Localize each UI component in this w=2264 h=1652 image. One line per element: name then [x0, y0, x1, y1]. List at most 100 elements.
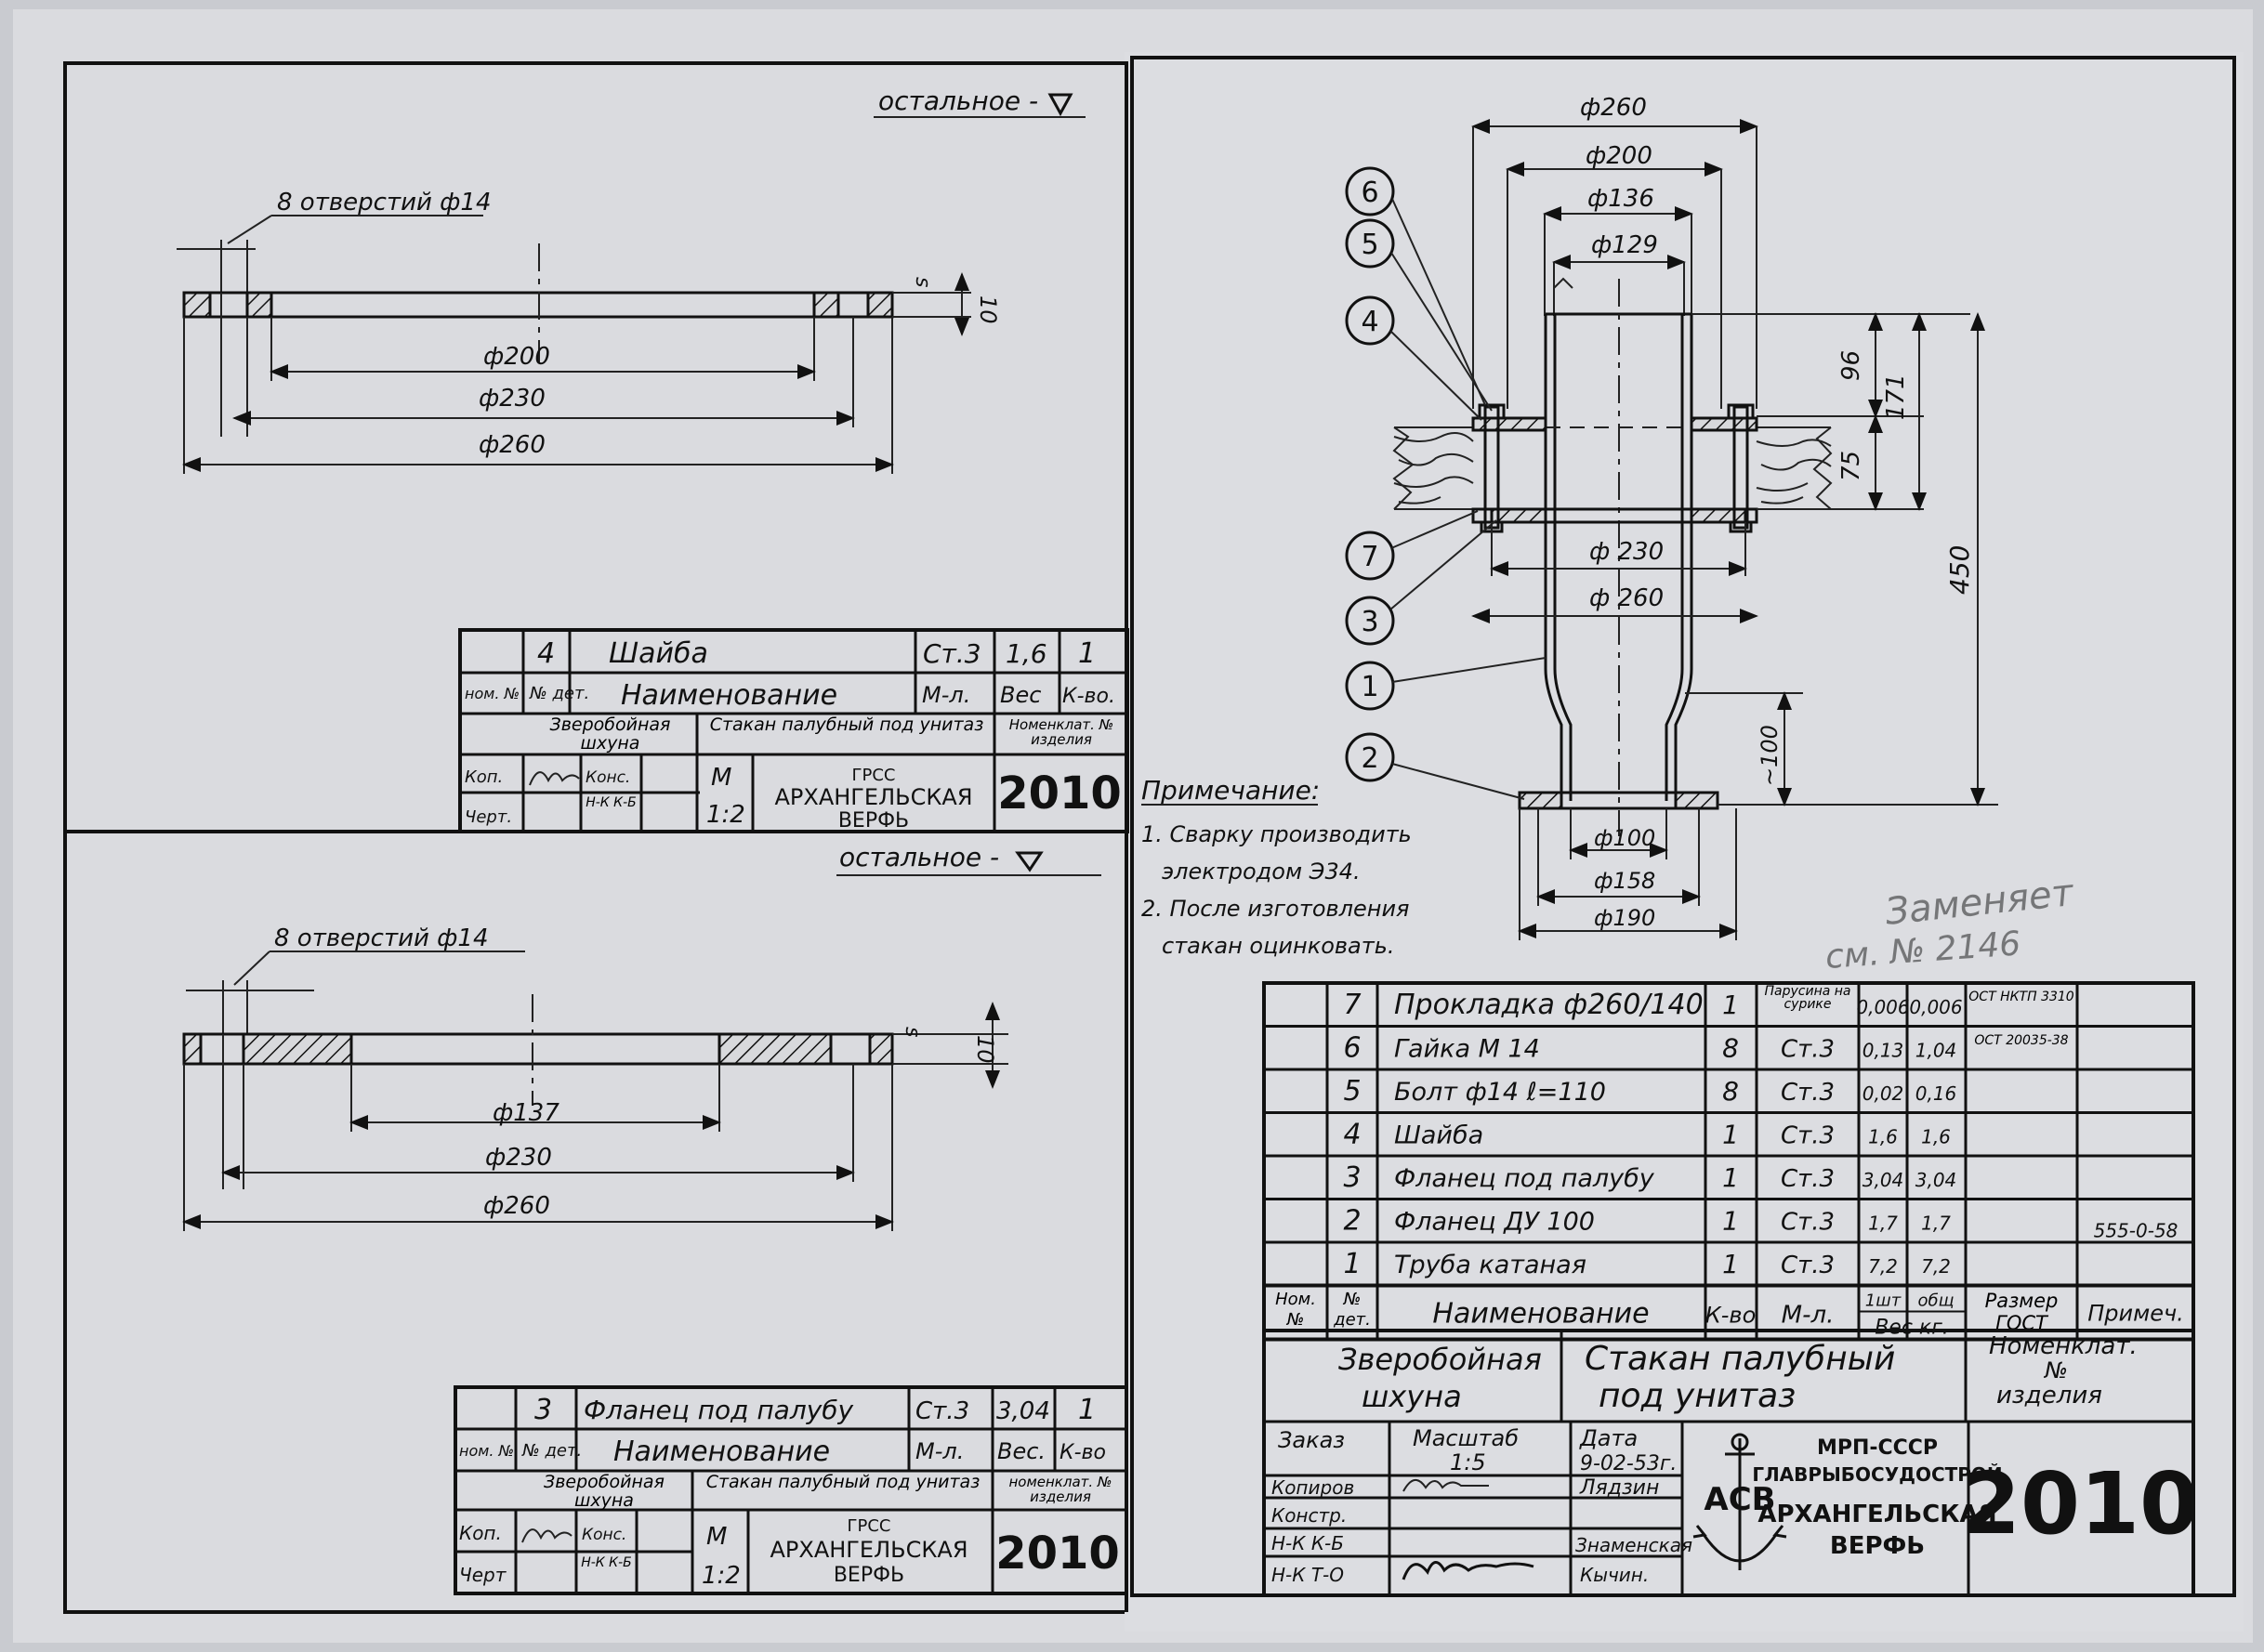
notes-line4: стакан оцинковать.	[1162, 933, 1395, 959]
tb2-weight: 3,04	[996, 1397, 1050, 1425]
balloon-1: 1	[1345, 657, 1547, 711]
tb2-nk: Н-К К-Б	[581, 1555, 632, 1570]
tb1-pos: 4	[537, 637, 555, 670]
dim-thk-top: 10	[975, 295, 1001, 324]
tb1-scale: 1:2	[706, 801, 745, 829]
mt-role-4: Н-К Т-О	[1271, 1564, 1344, 1586]
dim-a-h171: 171	[1882, 374, 1910, 420]
dim-d260: ф260	[479, 431, 546, 459]
tb1-hdr-weight: Вес	[1000, 682, 1041, 708]
tb1-nomen-wrap: Номенклат. № изделия	[1009, 717, 1114, 747]
deck-section	[1392, 426, 1833, 510]
dim-a-h450: 450	[1944, 545, 1975, 595]
mt-signature-1	[1402, 1479, 1489, 1492]
bom-row-5-pos: 2	[1343, 1205, 1361, 1238]
mt-name-2: Знаменская	[1575, 1534, 1692, 1556]
flange2-right	[1674, 791, 1719, 810]
tb2-number: 2010	[995, 1527, 1120, 1580]
bom-row-6-w1: 7,2	[1868, 1255, 1898, 1278]
tb1-nk: Н-К К-Б	[586, 795, 637, 810]
mt-name-3: Кычин.	[1580, 1564, 1649, 1586]
surface-note-bottom: остальное -	[839, 842, 999, 872]
bom-row-5-name: Фланец ДУ 100	[1394, 1208, 1595, 1237]
dim-a-d260: ф260	[1580, 94, 1647, 122]
bom-row-3-wt: 1,6	[1921, 1126, 1951, 1148]
flange2-left	[1518, 791, 1563, 810]
mt-scale-label: Масштаб	[1413, 1425, 1519, 1451]
pipe-top-mark	[1553, 277, 1573, 289]
bom-row-6-wt: 7,2	[1921, 1255, 1951, 1278]
dim-a-d136: ф136	[1587, 185, 1654, 213]
svg-text:3: 3	[1361, 606, 1378, 638]
dim-a-d158: ф158	[1594, 868, 1655, 894]
tb1-hdr-det: № дет.	[529, 684, 589, 703]
tb1-qty: 1	[1078, 637, 1096, 670]
svg-text:7: 7	[1361, 541, 1378, 573]
bom-row-0-name: Прокладка ф260/140	[1394, 989, 1704, 1021]
nut-right	[1727, 403, 1755, 420]
bom-row-5-w1: 1,7	[1868, 1213, 1898, 1235]
bom-row-3-material: Ст.3	[1781, 1122, 1835, 1150]
balloon-7: 7	[1345, 510, 1479, 581]
tb2-project-wrap: Зверобойная шхуна	[544, 1472, 665, 1510]
tb2-nk-wrap: Н-К К-Б	[581, 1555, 632, 1570]
tb2-nomen-wrap: номенклат. № изделия	[1008, 1474, 1112, 1505]
bom-row-1-w1: 0,13	[1863, 1040, 1904, 1062]
bom-row-4-pos: 3	[1343, 1161, 1361, 1194]
bom-hdr-det: № дет.	[1334, 1289, 1371, 1330]
dim-a-h96: 96	[1837, 350, 1865, 381]
tb1-scale-m: М	[711, 764, 731, 792]
tb2-hdr-num: ном. №	[459, 1442, 514, 1460]
tb2-hdr-weight: Вес.	[997, 1438, 1046, 1464]
svg-text:5: 5	[1361, 229, 1378, 261]
notes-title: Примечание:	[1141, 775, 1320, 806]
tb2-project: Зверобойная шхуна	[544, 1472, 665, 1510]
balloon-4: 4	[1345, 295, 1482, 421]
mt-nomen-3: изделия	[1996, 1382, 2102, 1409]
bom-row-3-qty: 1	[1722, 1120, 1739, 1150]
tb1-hdr-qty: К-во.	[1062, 685, 1115, 708]
shipyard-logo: АСВ	[1692, 1433, 1787, 1570]
bom-row-4-qty: 1	[1722, 1162, 1739, 1193]
tb2-nomen: номенклат. № изделия	[1008, 1474, 1112, 1505]
tb2-org1: ГРСС	[848, 1516, 891, 1536]
tb2-chert: Черт	[459, 1564, 507, 1586]
tb2-hdr-mat: М-л.	[915, 1438, 964, 1464]
tb1-name: Шайба	[609, 637, 708, 670]
mt-name-1: Лядзин	[1579, 1476, 1659, 1500]
tb2-pos: 3	[534, 1394, 552, 1426]
mt-nomen-1: Номенклат.	[1989, 1332, 2138, 1360]
bom-row-1-material: Ст.3	[1781, 1036, 1835, 1064]
balloon-3: 3	[1345, 519, 1497, 646]
tb1-nk-wrap: Н-К К-Б	[586, 795, 637, 810]
bom-row-4-w1: 3,04	[1863, 1169, 1904, 1191]
bom-hdr-weight: Вес кг.	[1875, 1317, 1949, 1340]
dim-thk-bottom: 10	[972, 1035, 998, 1064]
dim-s-bottom: s	[901, 1027, 924, 1037]
roughness-symbol	[1047, 93, 1073, 117]
bom-row-6-qty: 1	[1722, 1249, 1739, 1279]
bom-row-0-gost-wrap: ОСТ НКТП 3310	[1968, 990, 2073, 1004]
mt-org4: ВЕРФЬ	[1830, 1532, 1925, 1560]
mt-nomen-2: №	[2043, 1357, 2068, 1383]
bom-row-4-material: Ст.3	[1781, 1165, 1835, 1193]
nut-left	[1478, 403, 1506, 420]
tb1-product-wrap: Стакан палубный под унитаз	[710, 715, 984, 734]
svg-text:4: 4	[1361, 306, 1378, 338]
tb2-scale: 1:2	[702, 1562, 741, 1590]
tb1-signature	[529, 771, 580, 786]
dim-a-d260b: ф 260	[1589, 584, 1664, 612]
tb1-kop: Коп.	[465, 767, 503, 787]
dim-a-h75: 75	[1837, 451, 1865, 481]
bom-hdr-num: Ном. №	[1275, 1289, 1316, 1330]
bom-row-3-pos: 4	[1343, 1119, 1361, 1151]
assembly-drawing: ф260 ф200 ф136 ф129	[1345, 94, 1998, 940]
bom-row-6-pos: 1	[1343, 1248, 1361, 1280]
mt-date: 9-02-53г.	[1580, 1452, 1677, 1475]
title-block-washer: 4 Шайба Ст.3 1,6 1 ном. № № дет. Наимено…	[458, 628, 1129, 833]
dim-a-d230: ф 230	[1589, 538, 1664, 566]
washer-drawing: остальное - 8 отверстий ф14 ф200 ф230 ф2…	[177, 85, 1086, 474]
tb1-number: 2010	[997, 767, 1122, 819]
tb2-qty: 1	[1078, 1394, 1096, 1426]
tb1-org2: АРХАНГЕЛЬСКАЯ	[775, 784, 973, 810]
